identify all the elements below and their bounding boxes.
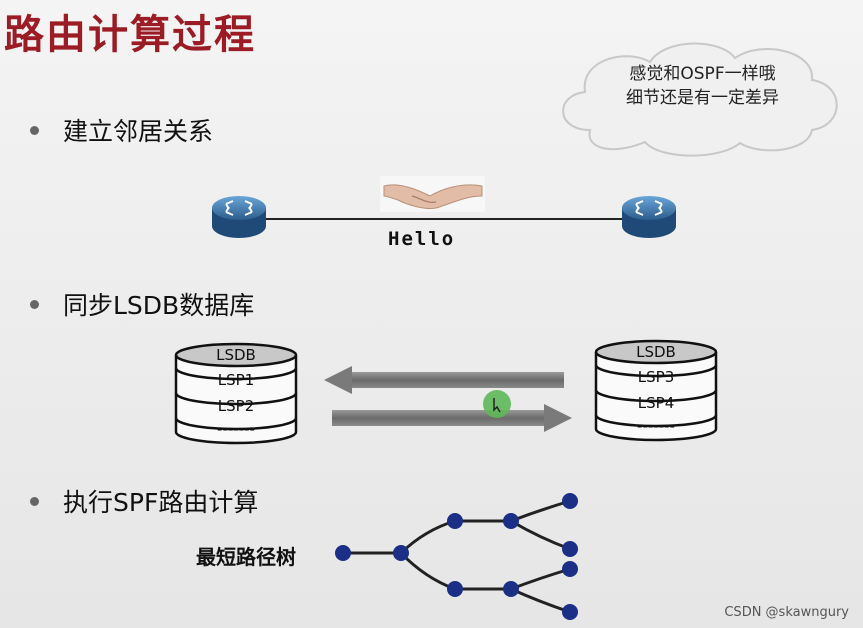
tree-node-leaf [562,541,578,557]
bullet-neighbor: 建立邻居关系 [30,112,213,148]
bullet-dot-icon [30,496,39,506]
tree-node [503,513,519,529]
thought-cloud [562,42,838,157]
arrow-right-icon [332,404,572,432]
lsdb-left-row: ------- [217,420,255,438]
watermark: CSDN @skawngury [724,605,849,620]
bullet-spf: 执行SPF路由计算 [30,483,258,519]
hello-label: Hello [388,228,456,250]
bullet-lsdb-sync: 同步LSDB数据库 [30,286,254,322]
tree-label: 最短路径树 [196,545,296,569]
tree-node-root [335,545,351,561]
lsdb-right-row: ------- [637,417,675,435]
tree-nodes [335,493,578,620]
lsdb-right-row: LSP4 [637,394,675,412]
tree-node [447,581,463,597]
bullet-label: 同步LSDB数据库 [63,291,255,320]
lsdb-right-header: LSDB [636,343,676,361]
page-title: 路由计算过程 [4,12,256,58]
cursor-icon [483,390,511,418]
arrow-left-icon [324,366,564,394]
lsdb-right-row: LSP3 [637,368,675,386]
tree-node [393,545,409,561]
bullet-label: 建立邻居关系 [63,117,214,146]
thought-bubble: 感觉和OSPF一样哦 细节还是有一定差异 [560,40,845,160]
tree-node-leaf [562,561,578,577]
cloud-line-2: 细节还是有一定差异 [626,88,779,108]
tree-node-leaf [562,493,578,509]
tree-node-leaf [562,604,578,620]
router-right-icon [622,196,676,238]
router-left-icon [212,196,266,238]
tree-node [503,581,519,597]
lsdb-left-row: LSP2 [217,397,255,415]
lsdb-left-row: LSP1 [217,371,255,389]
lsdb-left-header: LSDB [216,346,256,364]
handshake-icon [380,176,485,212]
lsdb-left-database-icon [174,342,298,445]
lsdb-right-database-icon [594,339,718,442]
bullet-label: 执行SPF路由计算 [63,488,259,517]
tree-node [447,513,463,529]
bullet-dot-icon [30,125,39,135]
cloud-line-1: 感觉和OSPF一样哦 [629,64,776,84]
bullet-dot-icon [30,299,39,309]
